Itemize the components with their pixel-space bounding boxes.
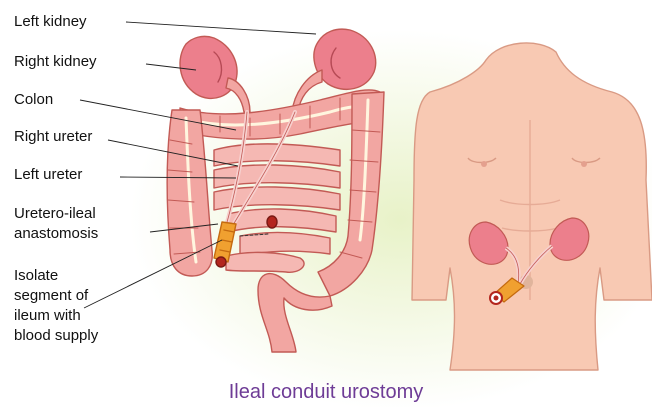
label-anastomosis-line1: Uretero-ileal	[14, 204, 96, 223]
ileum-cut-end	[267, 216, 277, 228]
label-right-ureter: Right ureter	[14, 127, 92, 146]
label-anastomosis-line2: anastomosis	[14, 224, 98, 243]
label-ileum-line4: blood supply	[14, 326, 98, 345]
figure-caption: Ileal conduit urostomy	[0, 381, 652, 404]
conduit-stoma-end	[216, 257, 226, 267]
label-colon: Colon	[14, 90, 53, 109]
label-right-kidney: Right kidney	[14, 52, 97, 71]
label-ileum-line2: segment of	[14, 286, 88, 305]
label-ileum-line1: Isolate	[14, 266, 58, 285]
label-left-ureter: Left ureter	[14, 165, 82, 184]
label-ileum-line3: ileum with	[14, 306, 81, 325]
label-left-kidney: Left kidney	[14, 12, 87, 31]
